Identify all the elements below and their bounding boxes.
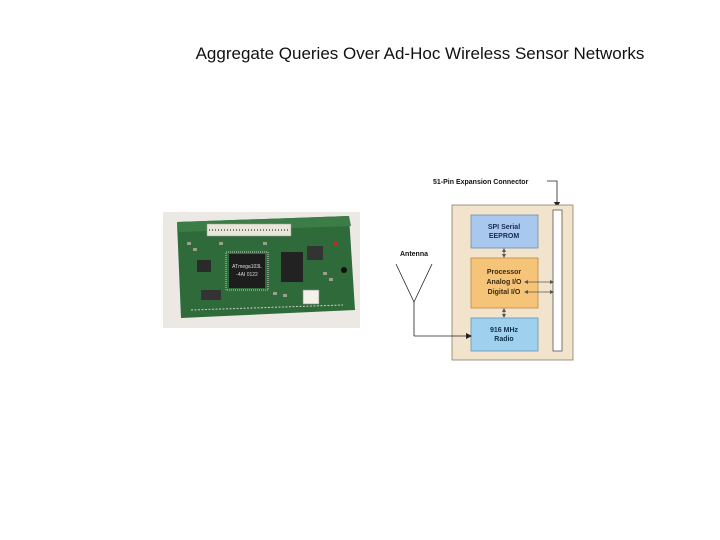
chip-pins [225,251,269,291]
arrow-head [550,290,554,294]
connector-label: 51-Pin Expansion Connector [433,179,529,186]
board-silkscreen [190,304,344,311]
arrow-head [502,254,506,258]
processor-label-2: Analog I/O [487,279,523,286]
radio-chip [281,252,303,282]
block-diagram: 51-Pin Expansion Connector SPI Serial EE… [395,179,574,361]
arrow-head [550,280,554,284]
antenna-stub [341,267,347,273]
eeprom-label-1: SPI Serial [488,224,520,231]
antenna-arrow [466,333,472,339]
arrow-head [502,308,506,312]
processor-label-3: Digital I/O [488,289,521,296]
radio-label-1: 916 MHz [490,327,519,334]
eeprom-block [470,214,539,249]
atmega-chip [229,254,265,288]
antenna-symbol [395,263,433,303]
connector-line [547,180,558,206]
eeprom-label-2: EEPROM [489,233,520,240]
small-chip [307,246,323,260]
arrow-head [502,314,506,318]
components [187,242,338,297]
expansion-connector-bar [552,209,563,352]
small-chip [201,290,221,300]
radio-label-2: Radio [494,336,513,343]
arrow-head [502,248,506,252]
chip-label-2: -4AI 0122 [236,272,258,278]
arrow-head [524,290,528,294]
chip-label-1: ATmega103L [232,264,262,270]
slide-title: Aggregate Queries Over Ad-Hoc Wireless S… [195,44,645,63]
arrow-head [524,280,528,284]
antenna-label: Antenna [400,251,428,258]
small-chip [197,260,211,272]
sensor-board-photo: ATmega103L -4AI 0122 [163,212,360,328]
processor-label-1: Processor [487,269,522,276]
power-connector [302,289,320,305]
radio-block [470,317,539,352]
